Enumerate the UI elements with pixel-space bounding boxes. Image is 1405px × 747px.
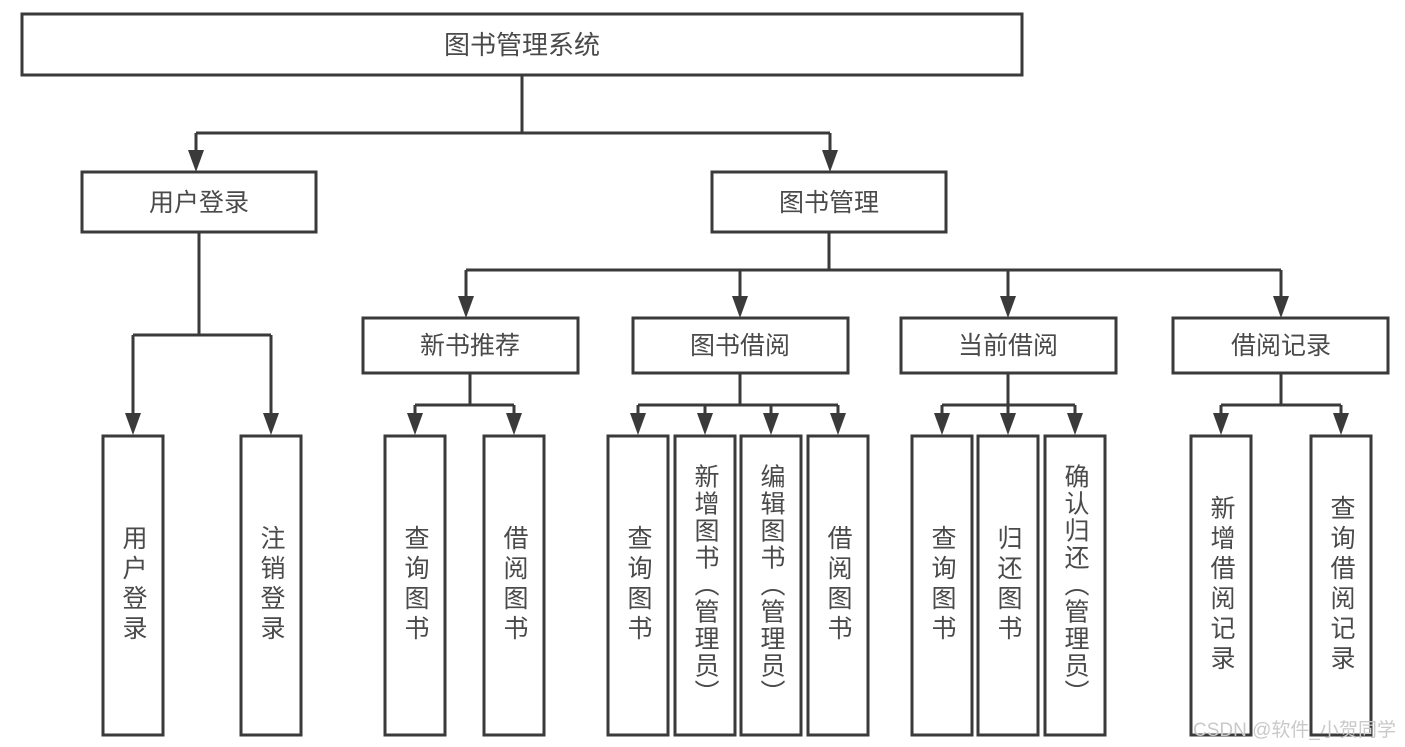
leaf-label: 借阅图书: [824, 525, 853, 645]
leaf-box: [606, 434, 670, 737]
arrowhead-bb-leaf2: [697, 413, 713, 435]
leaf-label: 确认归还（管理员）: [1061, 464, 1090, 707]
node-current-borrow[interactable]: 当前借阅: [899, 316, 1118, 375]
leaf-label: 查询图书: [928, 525, 957, 645]
watermark-label: CSDN @软件_小贺同学: [1193, 719, 1396, 741]
node-current-borrow-box: [899, 316, 1118, 375]
leaf-box: [383, 434, 447, 737]
leaf-new-book-query-book[interactable]: 查询图书: [383, 434, 447, 737]
node-book-borrow-label: 图书借阅: [690, 332, 790, 360]
node-user-login[interactable]: 用户登录: [80, 170, 318, 234]
leaf-label: 新增图书（管理员）: [691, 464, 720, 707]
leaf-label: 用户登录: [119, 525, 148, 645]
node-book-management-label: 图书管理: [779, 189, 879, 217]
arrowhead-cb-leaf3: [1067, 413, 1083, 435]
leaf-user-login-login[interactable]: 用户登录: [101, 434, 165, 737]
node-borrow-record-label: 借阅记录: [1231, 332, 1331, 360]
leaf-box: [976, 434, 1040, 737]
leaf-box: [1309, 434, 1373, 737]
leaf-book-borrow-query-book[interactable]: 查询图书: [606, 434, 670, 737]
leaf-box: [806, 434, 870, 737]
leaf-box: [910, 434, 974, 737]
leaf-current-borrow-return-book[interactable]: 归还图书: [976, 434, 1040, 737]
node-new-book-recommend[interactable]: 新书推荐: [361, 316, 580, 375]
leaf-box: [482, 434, 546, 737]
arrowhead-bb-leaf4: [830, 413, 846, 435]
leaf-label: 新增借阅记录: [1207, 495, 1236, 675]
node-new-book-recommend-box: [361, 316, 580, 375]
arrowhead-current-borrow: [1000, 296, 1016, 318]
leaf-label: 查询图书: [624, 525, 653, 645]
arrowhead-br-leaf2: [1333, 413, 1349, 435]
node-root-label: 图书管理系统: [444, 30, 600, 60]
arrowhead-br-leaf1: [1213, 413, 1229, 435]
arrowhead-bb-leaf3: [763, 413, 779, 435]
arrowhead-user-login: [188, 150, 204, 172]
leaf-label: 注销登录: [257, 525, 286, 645]
node-book-borrow[interactable]: 图书借阅: [631, 316, 850, 375]
leaf-box: [673, 434, 737, 737]
leaf-book-borrow-edit-book-admin[interactable]: 编辑图书（管理员）: [739, 434, 803, 737]
arrowhead-book-borrow: [732, 296, 748, 318]
node-book-management-box: [710, 170, 948, 234]
node-book-management[interactable]: 图书管理: [710, 170, 948, 234]
node-user-login-label: 用户登录: [149, 189, 249, 217]
node-root-box: [20, 12, 1024, 77]
leaf-label: 借阅图书: [500, 525, 529, 645]
arrowhead-book-mgmt: [822, 150, 838, 172]
node-current-borrow-label: 当前借阅: [958, 332, 1058, 360]
connector-layer: [125, 76, 1349, 435]
node-new-book-recommend-label: 新书推荐: [420, 332, 520, 360]
arrowhead-borrow-record: [1273, 296, 1289, 318]
leaf-box: [101, 434, 165, 737]
arrowhead-new-book: [458, 296, 474, 318]
leaf-box: [239, 434, 303, 737]
arrowhead-bb-leaf1: [630, 413, 646, 435]
leaf-current-borrow-query-book[interactable]: 查询图书: [910, 434, 974, 737]
arrowhead-leaf-user-login: [125, 413, 141, 435]
leaf-label: 查询图书: [401, 525, 430, 645]
arrowhead-cb-leaf1: [934, 413, 950, 435]
leaf-label: 归还图书: [994, 525, 1023, 645]
leaf-label: 编辑图书（管理员）: [757, 464, 786, 707]
leaf-borrow-record-add-record[interactable]: 新增借阅记录: [1189, 434, 1253, 737]
arrowhead-nb-leaf2: [506, 413, 522, 435]
leaf-current-borrow-confirm-return-admin[interactable]: 确认归还（管理员）: [1043, 434, 1107, 737]
node-user-login-box: [80, 170, 318, 234]
node-borrow-record-box: [1171, 316, 1390, 375]
leaf-book-borrow-add-book-admin[interactable]: 新增图书（管理员）: [673, 434, 737, 737]
leaf-box: [739, 434, 803, 737]
leaf-borrow-record-query-record[interactable]: 查询借阅记录: [1309, 434, 1373, 737]
leaf-user-login-logout[interactable]: 注销登录: [239, 434, 303, 737]
leaf-new-book-borrow-book[interactable]: 借阅图书: [482, 434, 546, 737]
node-root-system[interactable]: 图书管理系统: [20, 12, 1024, 77]
leaf-box: [1043, 434, 1107, 737]
arrowhead-nb-leaf1: [407, 413, 423, 435]
leaf-box: [1189, 434, 1253, 737]
arrowhead-cb-leaf2: [1000, 413, 1016, 435]
leaf-book-borrow-borrow-book[interactable]: 借阅图书: [806, 434, 870, 737]
leaf-label: 查询借阅记录: [1327, 495, 1356, 675]
node-borrow-record[interactable]: 借阅记录: [1171, 316, 1390, 375]
node-book-borrow-box: [631, 316, 850, 375]
arrowhead-leaf-logout: [263, 413, 279, 435]
